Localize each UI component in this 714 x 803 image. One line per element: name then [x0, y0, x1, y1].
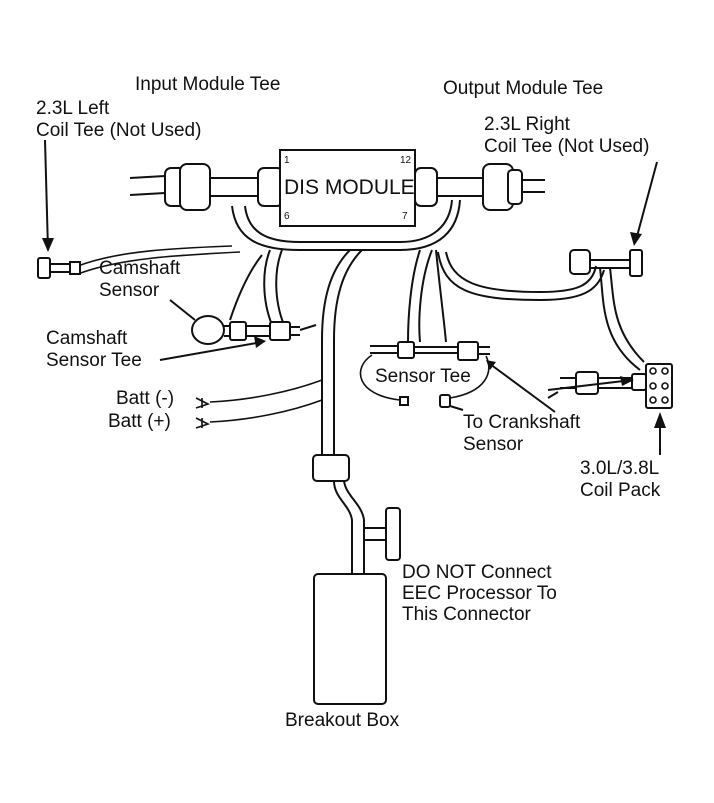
camshaft-sensor-tee-label-1: Camshaft	[46, 328, 128, 349]
input-module-tee-label: Input Module Tee	[135, 74, 281, 95]
right-coil-tee	[629, 249, 643, 277]
do-not-connect-label-2: EEC Processor To	[402, 583, 557, 604]
breakout-box-label: Breakout Box	[285, 710, 400, 731]
pin-7: 7	[402, 211, 408, 222]
harness-down	[321, 249, 363, 455]
pin-6: 6	[284, 211, 290, 222]
pin-12: 12	[400, 155, 412, 166]
eec-connector	[385, 507, 401, 561]
batt-pos-label: Batt (+)	[108, 411, 171, 432]
to-crankshaft-label-2: Sensor	[463, 434, 524, 455]
right-coil-tee-label-2: Coil Tee (Not Used)	[484, 136, 650, 157]
batt-pos-lead	[209, 399, 323, 423]
sensor-tee-label: Sensor Tee	[375, 366, 471, 387]
camshaft-sensor-tee-label-2: Sensor Tee	[46, 350, 142, 371]
output-module-tee	[414, 163, 545, 211]
batt-neg-lead	[209, 379, 323, 403]
do-not-connect-label-3: This Connector	[402, 604, 531, 625]
camshaft-sensor-label-1: Camshaft	[99, 258, 181, 279]
coil-pack-label-1: 3.0L/3.8L	[580, 458, 660, 479]
do-not-connect-label-1: DO NOT Connect	[402, 562, 552, 583]
pointer-arrows	[42, 139, 666, 455]
batt-neg-label: Batt (-)	[116, 388, 175, 409]
right-coil-tee-label-1: 2.3L Right	[484, 114, 570, 135]
output-module-tee-label: Output Module Tee	[443, 78, 604, 99]
camshaft-sensor-body	[191, 315, 225, 345]
to-crankshaft-label-1: To Crankshaft	[463, 412, 581, 433]
left-coil-tee-label-2: Coil Tee (Not Used)	[36, 120, 202, 141]
input-module-tee	[129, 163, 284, 211]
pin-1: 1	[284, 155, 290, 166]
left-coil-tee-lead	[77, 245, 241, 275]
camshaft-sensor-label-2: Sensor	[99, 280, 160, 301]
left-coil-tee-label-1: 2.3L Left	[36, 98, 110, 119]
breakout-harness-connector	[312, 454, 350, 482]
right-harness	[437, 251, 605, 302]
coil-pack-label-2: Coil Pack	[580, 480, 661, 501]
sensor-tee-branch	[407, 249, 433, 343]
harness-main	[231, 199, 461, 251]
breakout-box	[313, 573, 387, 705]
camshaft-branch	[263, 249, 285, 326]
module-title: DIS MODULE	[284, 176, 415, 199]
